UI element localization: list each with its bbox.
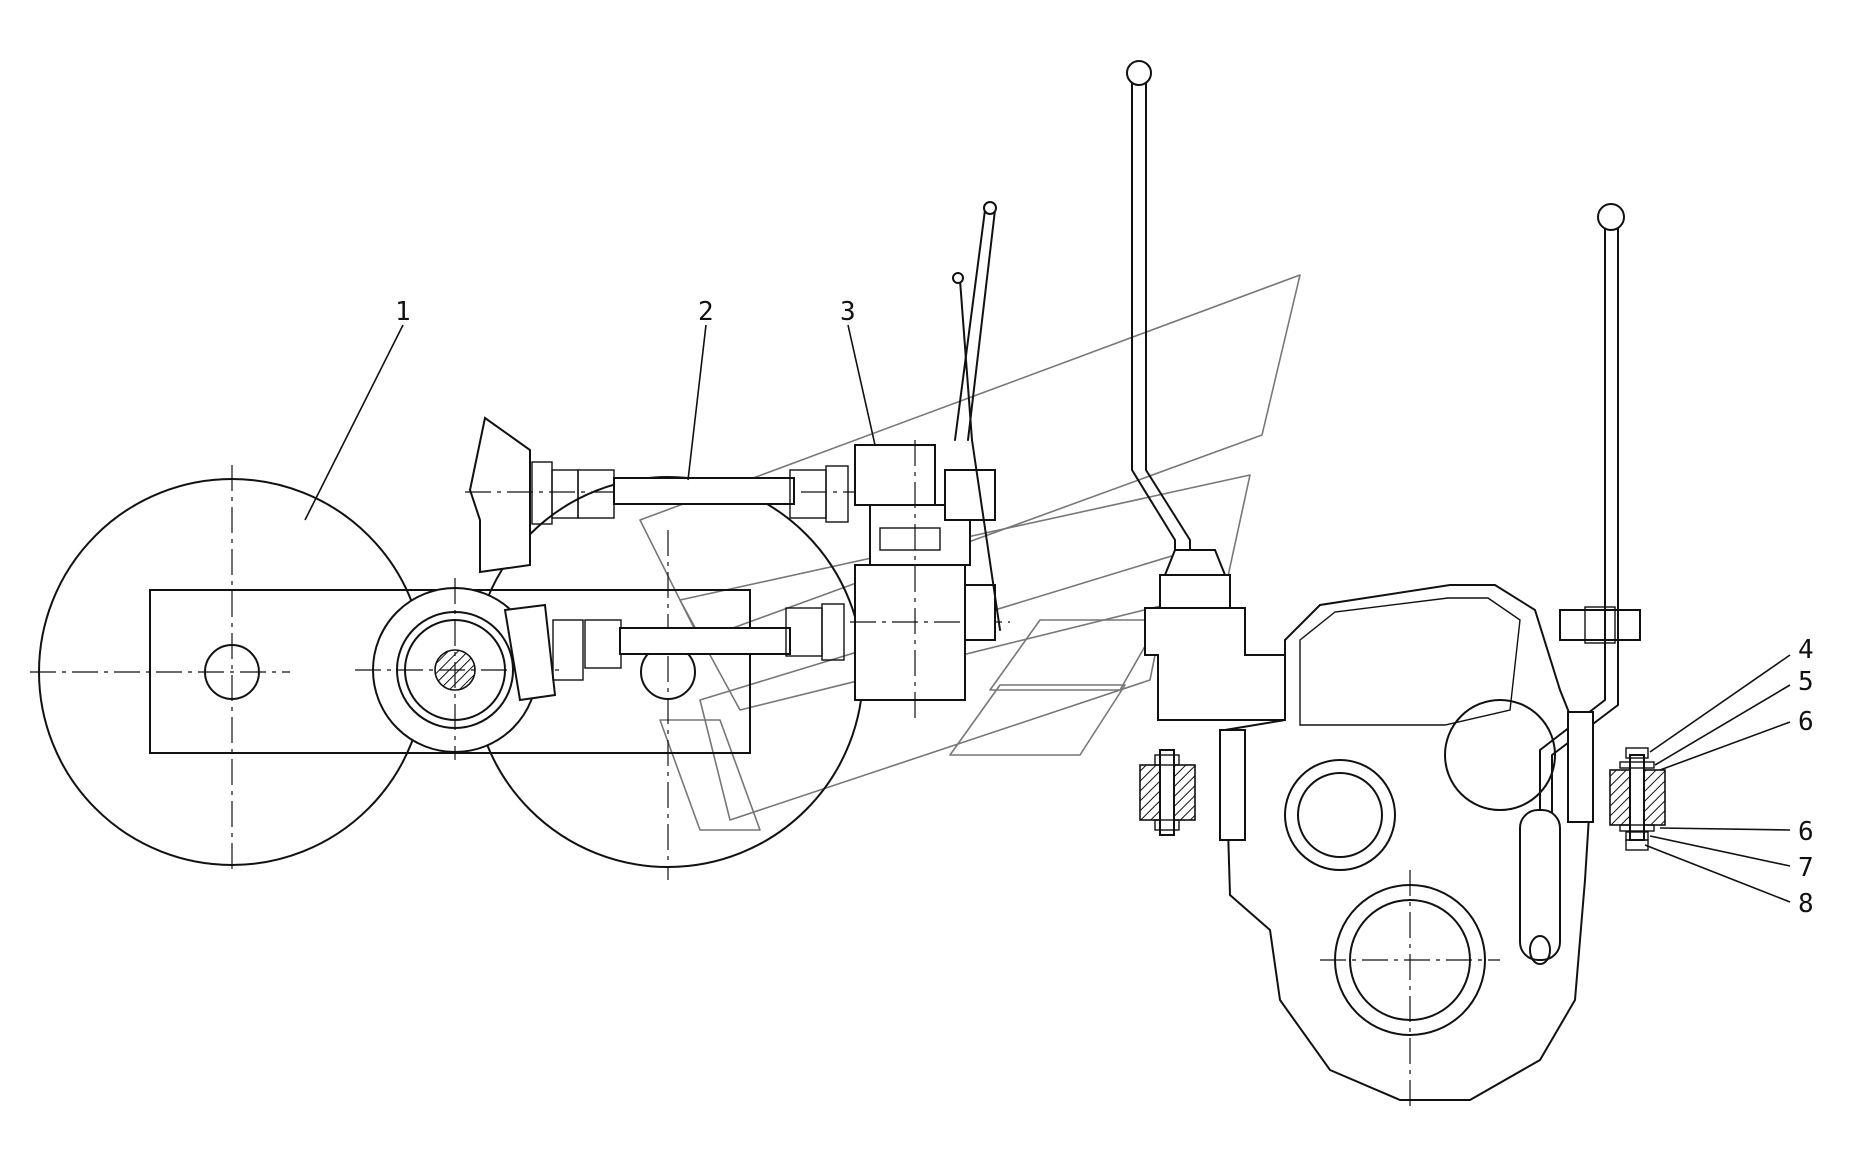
callout-7: 7: [1798, 853, 1814, 883]
bearing-bore-upper: [1284, 759, 1396, 871]
motor-housing-left: [468, 416, 531, 574]
callout-6-lower: 6: [1798, 817, 1814, 847]
rubber-mount-right: [1609, 747, 1666, 851]
lever-fork: [1519, 809, 1561, 961]
callouts: 1 2 3 4 5 6 6 7 8: [395, 297, 1814, 919]
flange-block: [503, 603, 557, 702]
nut-part-8: [1625, 839, 1649, 851]
item-3-reducer: [850, 201, 1010, 720]
callout-8: 8: [1798, 889, 1814, 919]
rubber-mount-left: [1139, 749, 1196, 836]
lever-knob-b: [952, 272, 964, 284]
main-gearbox: [1126, 60, 1641, 1110]
item-2-drive-shafts: [465, 416, 900, 669]
callout-5: 5: [1798, 667, 1814, 697]
leader-lines: [304, 324, 1791, 903]
gearbox-housing: [1223, 584, 1592, 1101]
cardan-joint-right: [789, 469, 827, 519]
item-1-drum-assembly: [30, 465, 864, 880]
callout-2: 2: [698, 297, 714, 327]
shift-tower: [1144, 607, 1286, 721]
lever-knob-right: [1597, 203, 1625, 231]
callout-6-upper: 6: [1798, 707, 1814, 737]
upper-shaft: [613, 477, 795, 505]
lever-base: [944, 469, 996, 521]
callout-1: 1: [395, 297, 411, 327]
lever-knob-tall: [1126, 60, 1152, 86]
callout-3: 3: [840, 297, 856, 327]
lever-knob-a: [983, 201, 997, 215]
reducer-bottom: [854, 564, 966, 701]
lower-shaft: [619, 627, 791, 655]
cardan-joint-left: [577, 469, 615, 519]
nut-part-4: [1625, 747, 1649, 759]
washer-part-6: [1619, 824, 1655, 832]
callout-4: 4: [1798, 635, 1814, 665]
reducer-top: [854, 444, 936, 506]
washer-part-5: [1619, 761, 1655, 769]
